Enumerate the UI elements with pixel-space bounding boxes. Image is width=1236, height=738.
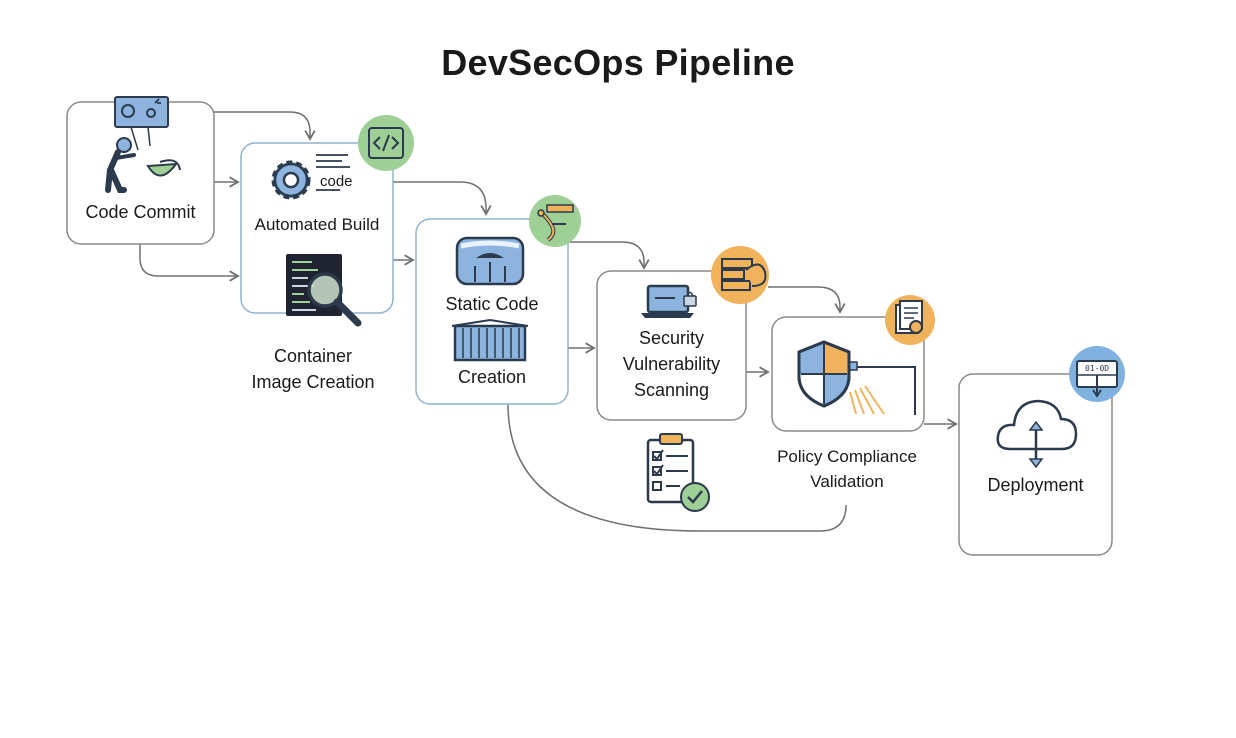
label-container-line-2: Image Creation [251, 372, 375, 392]
document-badge-icon [885, 295, 935, 345]
magnifier-terminal-icon [286, 254, 362, 327]
code-icon-label: code [320, 173, 353, 190]
gear-icon [271, 160, 311, 200]
connector-feedback-loop [507, 403, 847, 532]
developer-icon [105, 96, 181, 193]
connector-security-to-policy-top [768, 286, 846, 314]
deploy-badge-icon [1069, 346, 1125, 402]
label-policy-line-2: Validation [810, 472, 884, 491]
laptop-lock-icon [641, 284, 697, 318]
label-deployment: Deployment [987, 475, 1084, 495]
page-title: DevSecOps Pipeline [441, 42, 795, 83]
label-security-line-2: Vulnerability [622, 354, 721, 374]
label-static-code-line-1: Static Code [445, 294, 539, 314]
connector-static-to-security-top [568, 241, 650, 270]
label-container-line-1: Container [273, 346, 353, 366]
label-static-code-line-2: Creation [457, 367, 527, 387]
connector-build-to-static-top [393, 181, 492, 216]
connector-commit-to-container [139, 244, 240, 282]
deploy-badge-label: 01-0D [1085, 364, 1109, 373]
code-badge-icon [358, 115, 414, 171]
database-icon [455, 236, 525, 286]
connectors [139, 111, 958, 532]
label-policy-line-1: Policy Compliance [777, 447, 917, 466]
label-code-commit: Code Commit [85, 202, 196, 222]
code-lines-icon [316, 154, 350, 191]
label-automated-build: Automated Build [254, 215, 380, 234]
container-icon [451, 318, 529, 362]
label-security-line-1: Security [638, 328, 705, 348]
cloud-icon [996, 399, 1078, 469]
label-security-line-3: Scanning [633, 380, 710, 400]
checklist-icon [646, 433, 710, 512]
shield-icon [797, 340, 916, 415]
firewall-badge-icon [711, 246, 769, 304]
pipeline-badge-icon [529, 195, 581, 247]
connector-commit-to-build-top [214, 111, 316, 141]
stage-box-security-scanning[interactable] [596, 270, 747, 421]
